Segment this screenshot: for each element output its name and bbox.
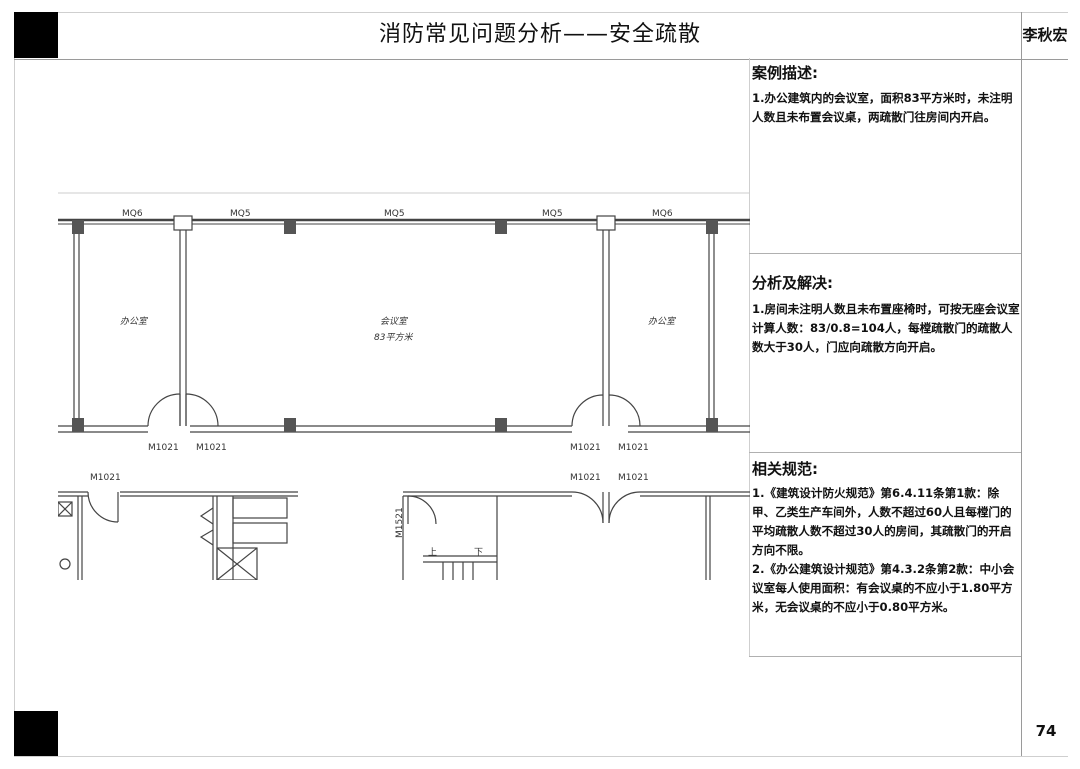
door-label: M1021 xyxy=(570,473,601,483)
room-label-center: 会议室 xyxy=(380,316,409,327)
case-heading: 案例描述: xyxy=(752,64,818,82)
floor-plan: MQ6 MQ5 MQ5 MQ5 MQ6 办公室 会议室 83平方米 办公室 M1… xyxy=(57,190,750,581)
door-label: M1021 xyxy=(90,473,121,483)
door-label: M1021 xyxy=(148,443,179,453)
window-label: MQ5 xyxy=(542,209,563,219)
stair-down-label: 下 xyxy=(474,548,483,558)
section-divider xyxy=(749,253,1021,254)
case-body: 1.办公建筑内的会议室，面积83平方米时，未注明人数且未布置会议桌，两疏散门往房… xyxy=(752,89,1020,127)
section-divider xyxy=(749,656,1021,657)
room-area-center: 83平方米 xyxy=(374,332,413,343)
case-text: 1.办公建筑内的会议室，面积83平方米时，未注明人数且未布置会议桌，两疏散门往房… xyxy=(752,91,1013,124)
door-label: M1021 xyxy=(618,443,649,453)
room-label-right: 办公室 xyxy=(648,316,677,327)
panel-divider xyxy=(749,58,750,656)
corner-block-top-left xyxy=(14,12,58,58)
author-name: 李秋宏 xyxy=(1022,26,1068,44)
spec-item: 1.《建筑设计防火规范》第6.4.11条第1款：除甲、乙类生产车间外，人数不超过… xyxy=(752,486,1012,557)
frame-bottom-border xyxy=(14,756,1068,757)
analysis-text: 1.房间未注明人数且未布置座椅时，可按无座会议室计算人数：83/0.8=104人… xyxy=(752,302,1020,354)
corner-block-bottom-left xyxy=(14,711,58,756)
frame-left-border xyxy=(14,12,15,756)
window-label: MQ5 xyxy=(230,209,251,219)
window-label: MQ6 xyxy=(122,209,143,219)
room-label-left: 办公室 xyxy=(120,316,149,327)
door-label: M1021 xyxy=(570,443,601,453)
analysis-body: 1.房间未注明人数且未布置座椅时，可按无座会议室计算人数：83/0.8=104人… xyxy=(752,300,1020,357)
door-label: M1021 xyxy=(196,443,227,453)
specs-heading: 相关规范: xyxy=(752,460,818,478)
page-number: 74 xyxy=(1035,722,1057,740)
specs-body: 1.《建筑设计防火规范》第6.4.11条第1款：除甲、乙类生产车间外，人数不超过… xyxy=(752,484,1020,617)
window-label: MQ5 xyxy=(384,209,405,219)
window-label: MQ6 xyxy=(652,209,673,219)
stair-up-label: 上 xyxy=(428,547,437,558)
door-label: M1021 xyxy=(618,473,649,483)
header-bar xyxy=(14,12,1068,60)
door-label-vertical: M1521 xyxy=(395,507,405,538)
page-title: 消防常见问题分析——安全疏散 xyxy=(378,22,701,47)
floor-plan-svg: MQ6 MQ5 MQ5 MQ5 MQ6 办公室 会议室 83平方米 办公室 M1… xyxy=(57,192,750,581)
spec-item: 2.《办公建筑设计规范》第4.3.2条第2款：中小会议室每人使用面积：有会议桌的… xyxy=(752,562,1015,614)
section-divider xyxy=(749,452,1021,453)
frame-right-divider xyxy=(1021,12,1022,756)
analysis-heading: 分析及解决: xyxy=(752,274,833,292)
